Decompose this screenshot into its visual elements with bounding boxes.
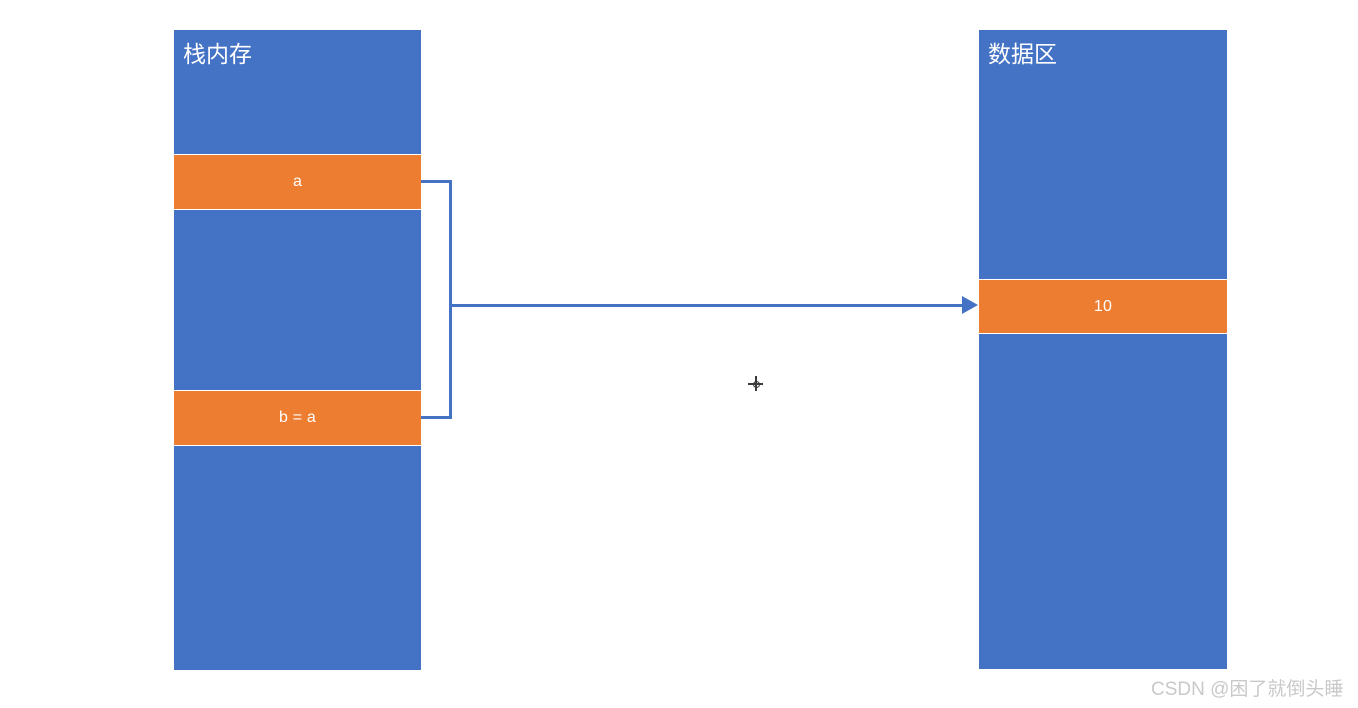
data-value-cell[interactable]: 10 — [979, 280, 1227, 333]
crosshair-cursor-icon — [748, 376, 763, 391]
stack-segment-bottom — [174, 446, 421, 670]
data-segment-bottom — [979, 334, 1227, 669]
watermark-text: CSDN @困了就倒头睡 — [1151, 679, 1344, 700]
stack-segment-top — [174, 30, 421, 154]
stack-variable-a-label: a — [292, 173, 303, 190]
data-value-label: 10 — [1093, 297, 1113, 315]
data-area-column: 10 数据区 — [979, 30, 1227, 669]
stack-variable-b-label: b = a — [278, 409, 317, 426]
stack-memory-column: a b = a 栈内存 — [174, 30, 421, 670]
connector-arrow-shaft — [452, 304, 962, 307]
stack-variable-b[interactable]: b = a — [174, 391, 421, 445]
crosshair-center — [753, 381, 760, 388]
connector-branch-b — [421, 416, 452, 419]
stack-segment-middle — [174, 210, 421, 390]
data-area-title: 数据区 — [988, 41, 1057, 67]
connector-spine — [449, 180, 452, 419]
stack-variable-a[interactable]: a — [174, 155, 421, 209]
data-segment-top — [979, 30, 1227, 279]
connector-arrow-head — [962, 296, 978, 314]
connector-branch-a — [421, 180, 452, 183]
stack-memory-title: 栈内存 — [183, 41, 252, 67]
